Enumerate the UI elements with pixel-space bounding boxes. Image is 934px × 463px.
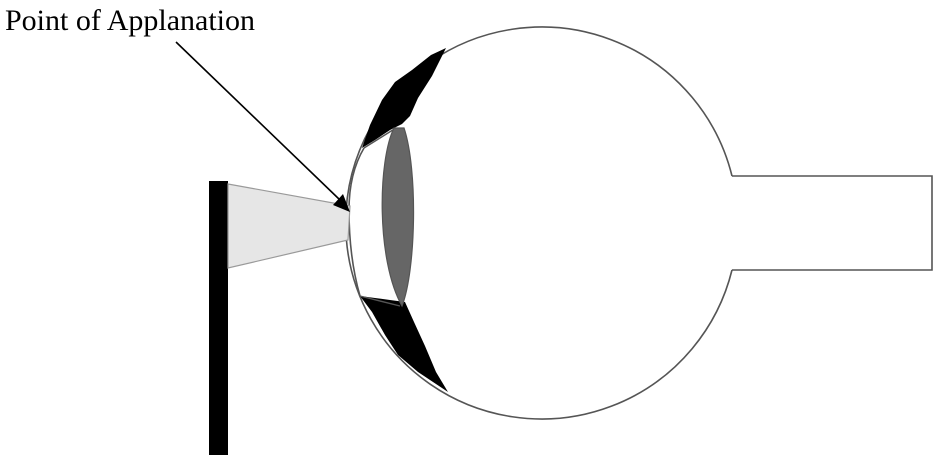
upper-iris [362,48,446,148]
anterior-chamber-top [363,127,397,149]
optic-nerve [732,175,933,271]
leader-line [175,41,341,201]
tonometer-probe-tip [227,183,351,269]
anterior-chamber-bottom [359,295,401,307]
lower-iris [360,296,448,392]
arrowhead-icon [333,194,350,212]
lens [381,127,415,308]
applanation-label: Point of Applanation [5,4,255,37]
tonometer-plate [209,181,228,455]
